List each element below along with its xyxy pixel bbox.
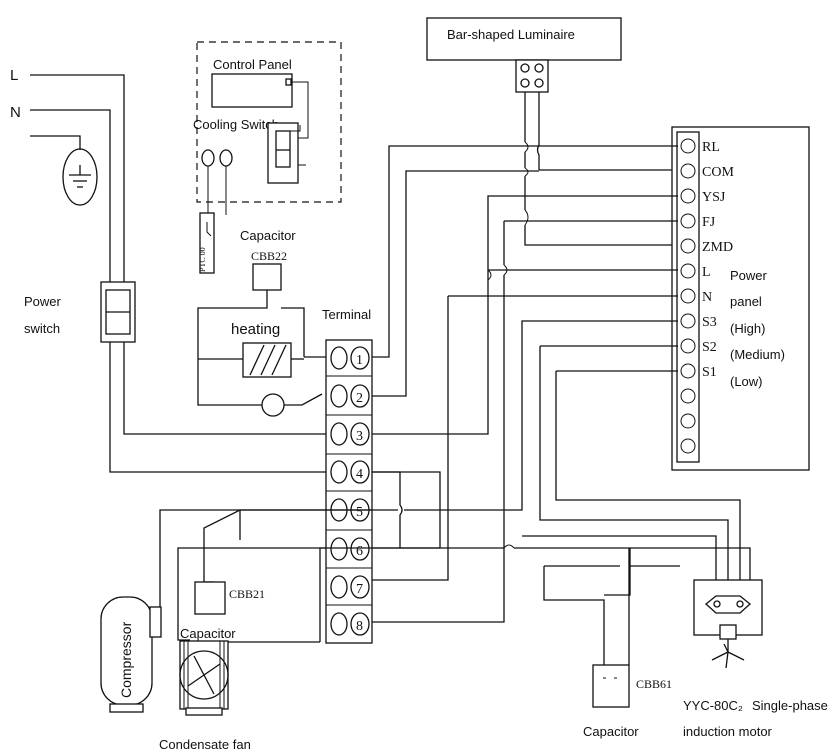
power-switch-label-2: switch: [24, 321, 60, 336]
capacitor-cbb21-label: Capacitor: [180, 626, 236, 641]
pin-l: L: [702, 265, 711, 280]
control-panel-board: [211, 73, 293, 108]
terminal-6: 6: [326, 537, 372, 569]
power-panel-terminals: [680, 138, 696, 454]
terminal-4-number: 4: [356, 467, 363, 482]
terminal-2: 2: [326, 384, 372, 416]
cbb22-wire-a: [197, 290, 268, 406]
terminal-1-number: 1: [356, 353, 363, 368]
capacitor-heating-label: Capacitor: [240, 228, 296, 243]
capacitor-cbb21: [194, 581, 226, 615]
pin-s2: S2: [702, 340, 717, 355]
terminal-7-number: 7: [356, 582, 363, 597]
induction-motor-icon: [693, 579, 763, 669]
terminal-6-number: 6: [356, 544, 363, 559]
ptc-sensor-icon: [199, 212, 215, 274]
terminal-2-number: 2: [356, 391, 363, 406]
terminal-7: 7: [326, 575, 372, 606]
power-switch-label-1: Power: [24, 294, 62, 309]
pin-rl: RL: [702, 140, 720, 155]
power-panel-label-2: panel: [730, 294, 762, 309]
motor-label-2: induction motor: [683, 724, 773, 739]
luminaire-label: Bar-shaped Luminaire: [447, 27, 575, 42]
capacitor-cbb22: [252, 263, 282, 291]
terminal-3: 3: [326, 422, 372, 455]
luminaire-connector: [515, 59, 549, 93]
terminal-block: 1 2 3 4 5 6: [325, 339, 373, 644]
panel-wires: [372, 145, 678, 623]
ptc-sensor-text: PTC 00: [198, 247, 207, 272]
mains-l-label: L: [10, 67, 18, 84]
condensate-fan-label: Condensate fan: [159, 737, 251, 749]
capacitor-heating-model: CBB22: [251, 249, 287, 263]
thermal-fuse-icon: [261, 393, 285, 417]
compressor: [100, 596, 162, 713]
capacitor-cbb21-model: CBB21: [229, 587, 265, 601]
capacitor-cbb61-model: CBB61: [636, 677, 672, 691]
control-panel-frame: [196, 41, 342, 203]
speed-high-label: (High): [730, 321, 765, 336]
pin-ysj: YSJ: [702, 190, 726, 205]
ground-icon: [62, 148, 98, 206]
luminaire-wires: [524, 92, 678, 246]
motor-label-1: Single-phase: [752, 698, 828, 713]
motor-model: YYC-80C₂: [683, 698, 743, 713]
capacitor-cbb61: [592, 664, 630, 708]
control-panel-title: Control Panel: [213, 57, 292, 72]
power-switch[interactable]: [100, 281, 136, 343]
terminal-8-number: 8: [356, 619, 363, 634]
pin-com: COM: [702, 165, 734, 180]
control-panel-connector: [285, 78, 292, 86]
cooling-switch-wire-a: [291, 81, 309, 139]
pin-zmd: ZMD: [702, 240, 733, 255]
pin-n: N: [702, 290, 712, 305]
terminal-1: 1: [326, 346, 372, 377]
cooling-switch-label: Cooling Switch: [193, 117, 279, 132]
pin-fj: FJ: [702, 215, 716, 230]
cooling-switch[interactable]: [267, 122, 299, 184]
heating-label: heating: [231, 321, 280, 338]
terminal-8: 8: [330, 612, 370, 636]
terminal-3-number: 3: [356, 429, 363, 444]
cbb22-wire-b: [281, 307, 305, 357]
pin-s1: S1: [702, 365, 717, 380]
compressor-label: Compressor: [118, 621, 134, 698]
sensor-connector-icon: [201, 149, 233, 215]
motor-wires: [372, 320, 751, 665]
speed-low-label: (Low): [730, 374, 763, 389]
power-panel-label-1: Power: [730, 268, 768, 283]
mains-wires: [30, 74, 125, 290]
pin-s3: S3: [702, 315, 717, 330]
terminal-label: Terminal: [322, 307, 371, 322]
speed-medium-label: (Medium): [730, 347, 785, 362]
mains-n-label: N: [10, 104, 21, 121]
terminal-5-number: 5: [356, 505, 363, 520]
cooling-switch-wire-b: [287, 125, 301, 132]
capacitor-cbb61-label: Capacitor: [583, 724, 639, 739]
terminal-4: 4: [326, 460, 372, 492]
power-switch-wires: [109, 342, 328, 473]
heating-element: [242, 342, 292, 378]
condensate-fan-icon: [179, 640, 229, 716]
fuse-wire: [284, 393, 323, 406]
